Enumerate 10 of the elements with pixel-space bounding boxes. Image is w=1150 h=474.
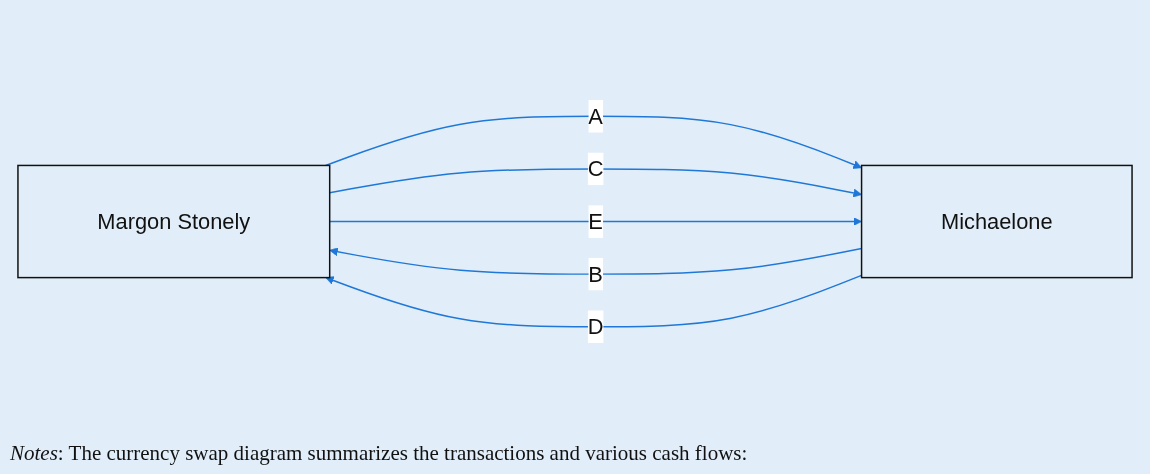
arrow bbox=[325, 274, 863, 328]
edge-label: D bbox=[587, 314, 604, 340]
arrow bbox=[324, 115, 862, 169]
edge-label: A bbox=[588, 103, 603, 129]
edge-label: E bbox=[588, 209, 603, 234]
edge-label: C bbox=[587, 156, 604, 182]
caption: Notes: The currency swap diagram summarizes the transactions and various cash flows: bbox=[10, 441, 749, 466]
edge-label: B bbox=[588, 261, 603, 287]
node-box: Margon Stonely bbox=[17, 164, 331, 279]
node-box: Michaelone bbox=[860, 164, 1133, 279]
